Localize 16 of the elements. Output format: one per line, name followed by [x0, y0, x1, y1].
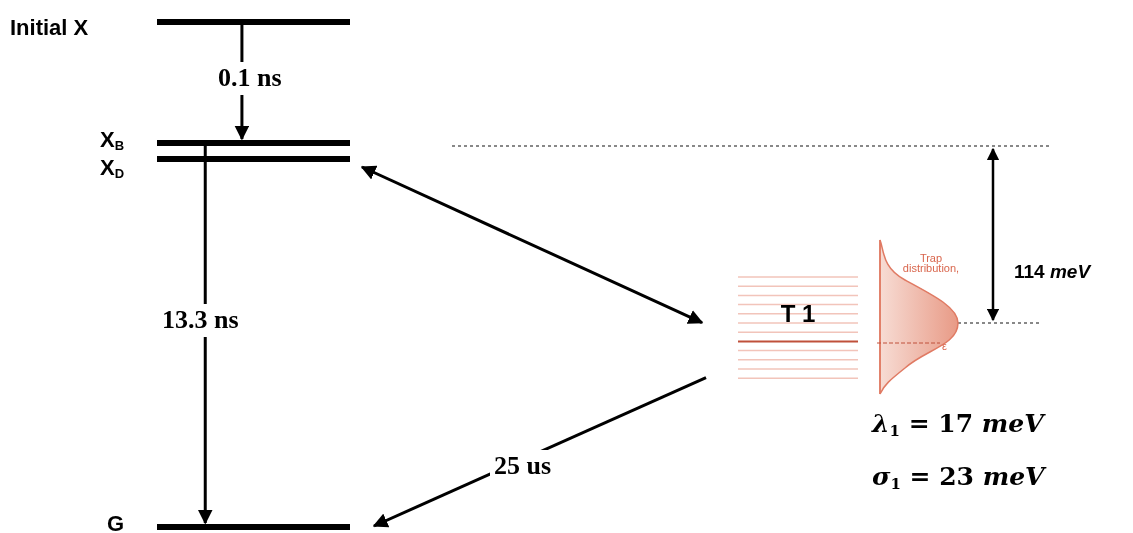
level-label: G — [107, 510, 125, 533]
energy-level-bar — [157, 140, 350, 146]
energy-label: 114 meV — [1014, 260, 1091, 284]
energy-level-bar — [157, 19, 350, 25]
energy-level-bar — [157, 524, 350, 530]
energy-label: λ$_{1}$ = 17 meV — [872, 408, 1044, 442]
level-label: X$_{B}$ — [100, 126, 125, 154]
arrow — [197, 146, 213, 525]
trap-label: T 1 — [780, 302, 816, 326]
energy-label: σ$_{1}$ = 23 meV — [872, 461, 1045, 495]
arrow — [360, 165, 704, 324]
drawing-label: ε — [942, 339, 947, 354]
drawing-label: Trap distribution, — [901, 253, 961, 273]
level-label: Initial X — [10, 14, 89, 42]
energy-level-bar — [157, 156, 350, 162]
level-label: X$_{D}$ — [100, 154, 125, 182]
